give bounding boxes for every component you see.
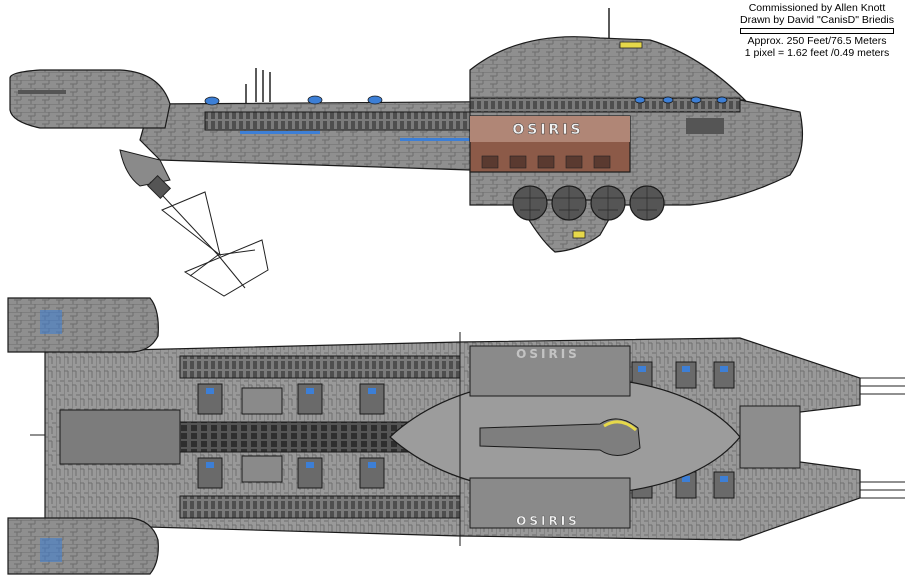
- bridge-window: [619, 41, 643, 49]
- ship-name-top-obscured: OSIRIS: [516, 347, 580, 361]
- pixel-scale-text: 1 pixel = 1.62 feet /0.49 meters: [744, 47, 890, 59]
- upper-vent-row: [179, 355, 461, 379]
- credits-block: Commissioned by Allen Knott Drawn by Dav…: [732, 2, 902, 59]
- sensor-domes: [204, 95, 728, 106]
- ship-name-top: OSIRIS: [516, 514, 580, 528]
- trailing-dish-antenna: [149, 181, 269, 297]
- top-view: OSIRIS OSIRIS: [7, 297, 905, 575]
- drawn-by-text: Drawn by David "CanisD" Briedis: [740, 14, 894, 26]
- window-strip: [240, 131, 470, 141]
- exhaust-lines: [30, 377, 905, 499]
- commissioned-by-text: Commissioned by Allen Knott: [748, 2, 886, 14]
- aft-engine-pod-side: [9, 69, 171, 129]
- lower-hangar-deck: [469, 477, 631, 529]
- side-view: OSIRIS: [9, 8, 804, 297]
- scale-bar: [740, 28, 894, 34]
- upper-engine-nacelle: [7, 297, 159, 353]
- ship-name-side: OSIRIS: [512, 122, 583, 138]
- lower-vent-row: [179, 495, 461, 519]
- dorsal-superstructure: [469, 36, 747, 101]
- lower-engine-nacelle: [7, 517, 159, 575]
- size-text: Approx. 250 Feet/76.5 Meters: [747, 35, 887, 47]
- upper-hangar-deck: [469, 345, 631, 397]
- flank-vent-band: [204, 111, 471, 131]
